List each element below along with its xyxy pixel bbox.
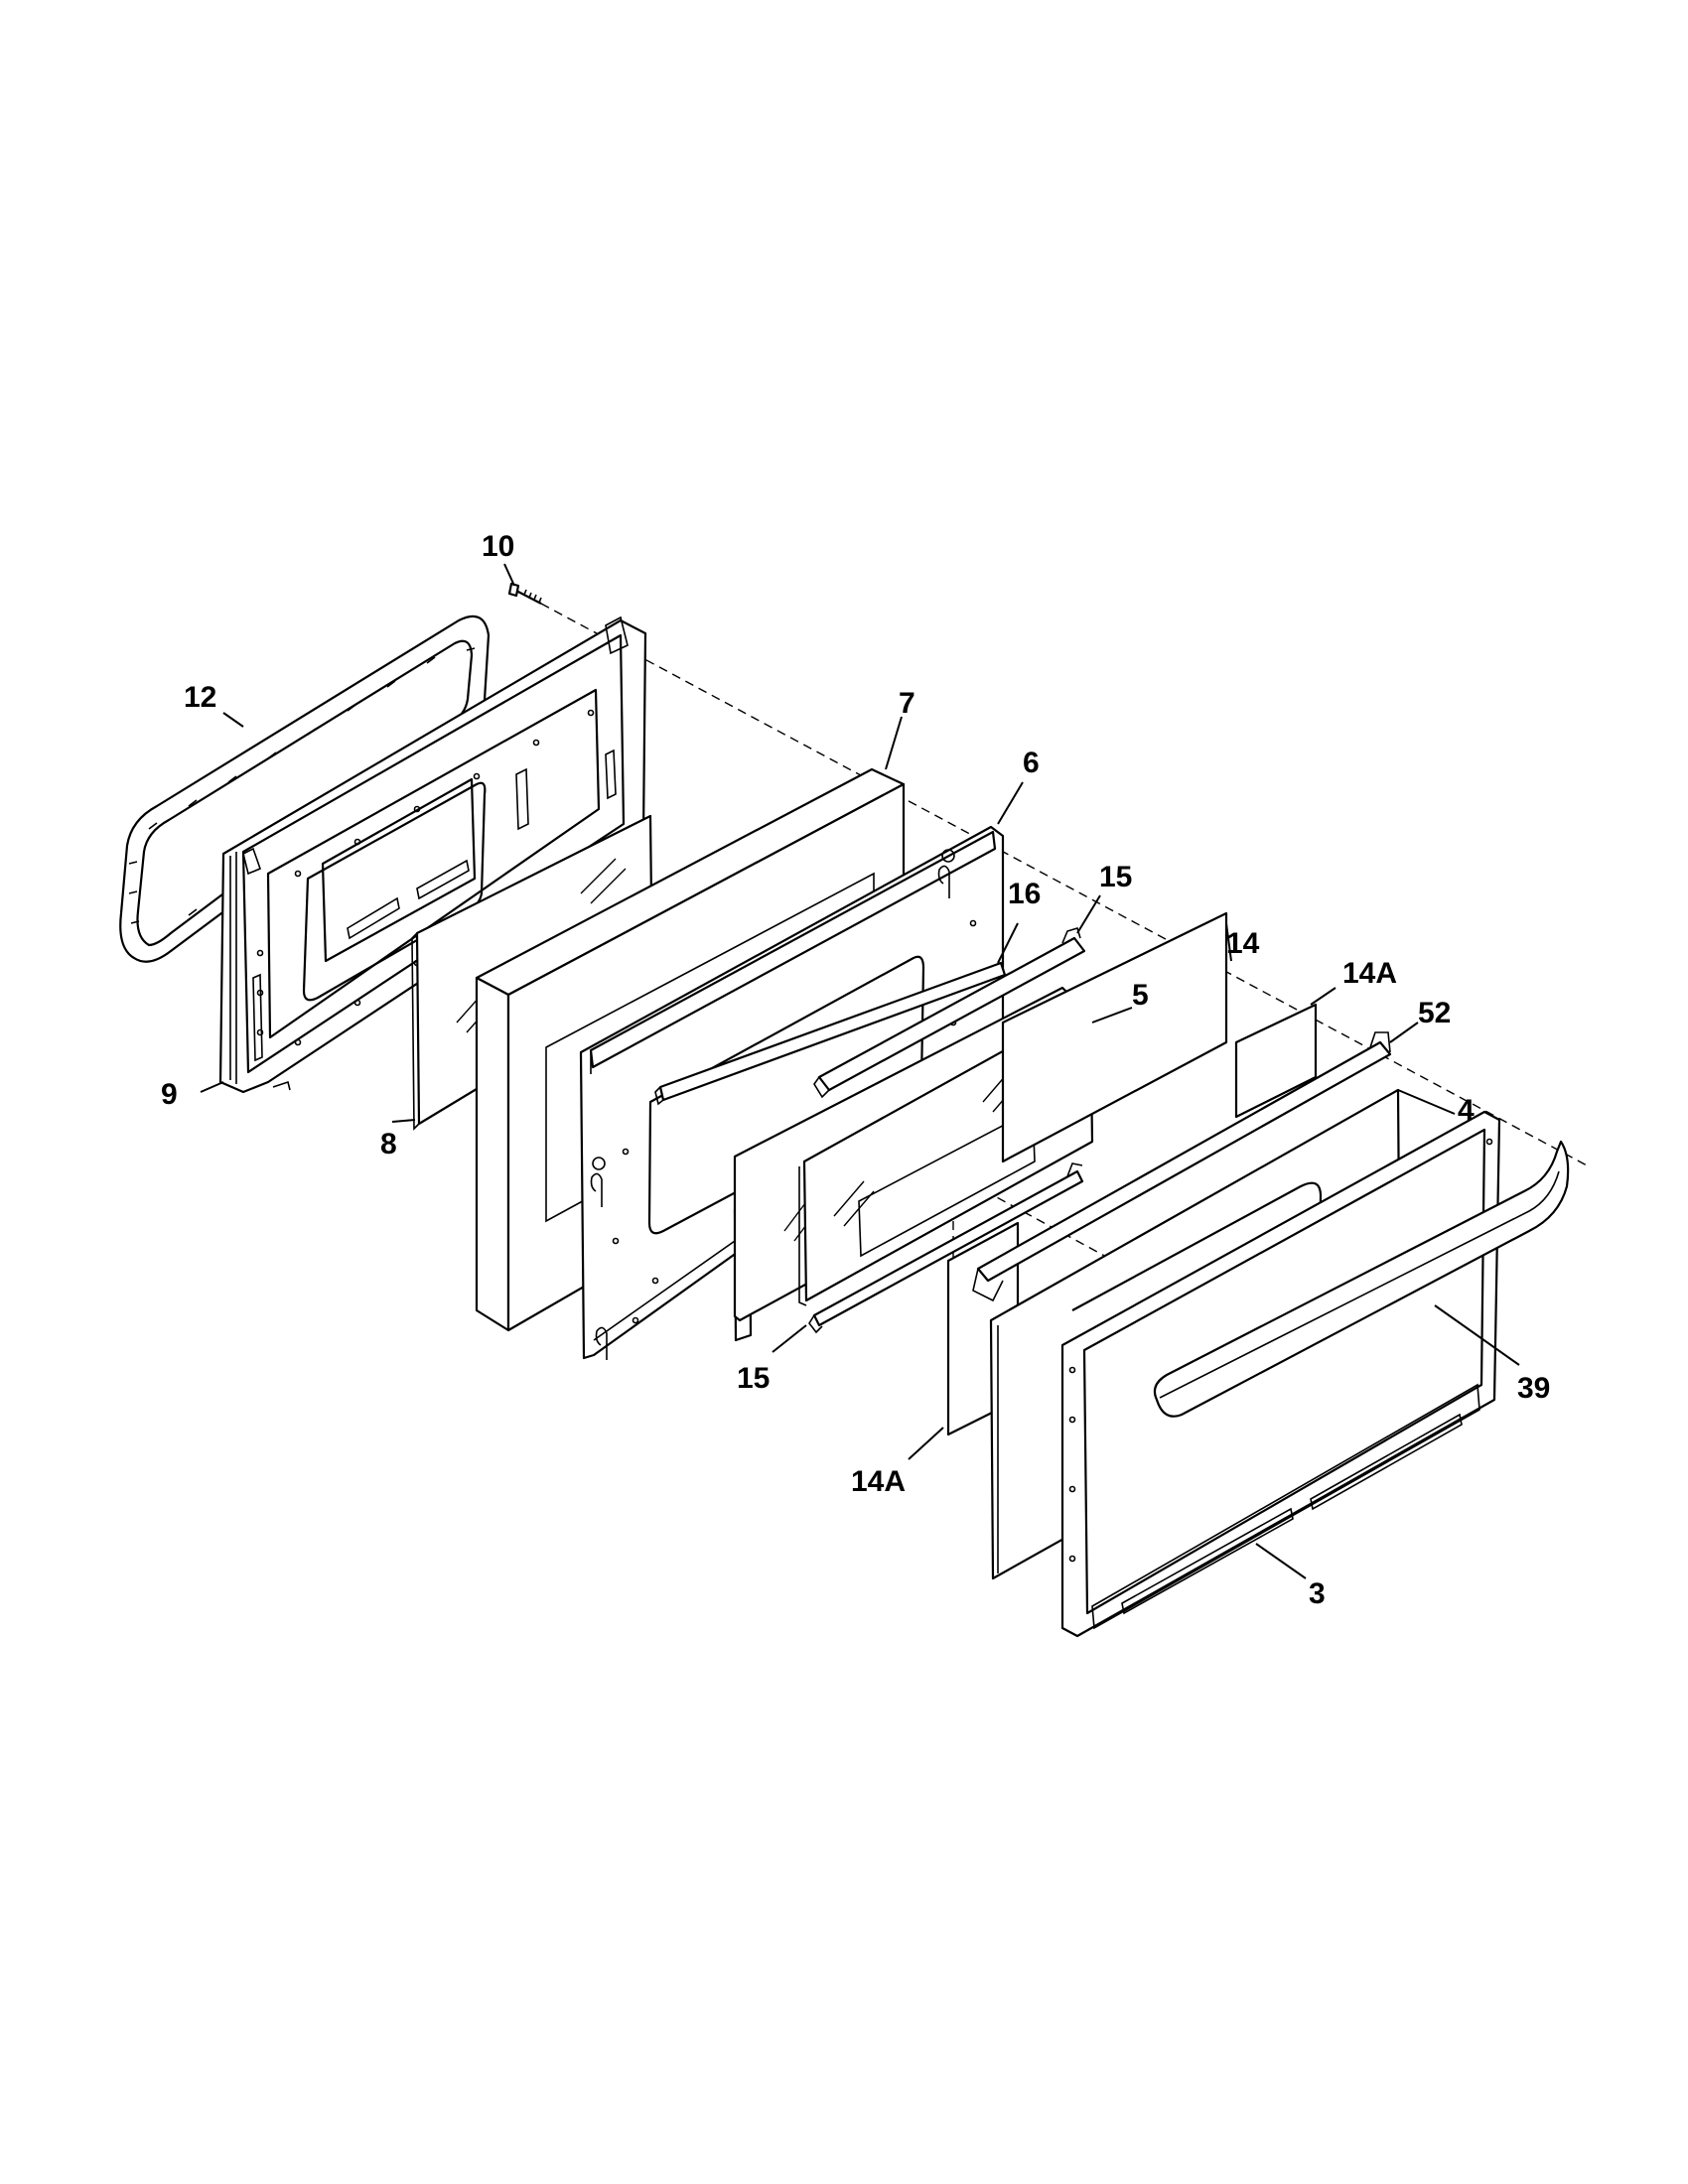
part-39-door-handle — [1153, 1140, 1570, 1418]
callout-labels: 10 12 7 6 15 16 14 5 14A 52 4 9 8 39 15 … — [161, 530, 1550, 1610]
part-12-door-gasket — [119, 614, 491, 963]
part-10-screw — [507, 582, 542, 605]
part-52-trim-bracket — [972, 1031, 1392, 1302]
part-15-bracket-bottom — [808, 1162, 1084, 1334]
callout-8: 8 — [380, 1128, 397, 1160]
callout-14a-top: 14A — [1342, 957, 1397, 990]
leader-lines — [200, 563, 1520, 1579]
callout-15-bottom: 15 — [737, 1362, 770, 1395]
callout-52: 52 — [1418, 997, 1451, 1029]
part-15-bracket-top — [813, 927, 1086, 1099]
callout-39: 39 — [1517, 1372, 1550, 1405]
callout-12: 12 — [184, 681, 216, 714]
callout-10: 10 — [482, 530, 514, 563]
callout-4: 4 — [1458, 1094, 1475, 1127]
callout-6: 6 — [1023, 747, 1040, 779]
callout-9: 9 — [161, 1078, 178, 1111]
callout-5: 5 — [1132, 979, 1149, 1012]
callout-14: 14 — [1226, 927, 1260, 960]
callout-14a-bottom: 14A — [851, 1465, 906, 1498]
callout-3: 3 — [1309, 1577, 1326, 1610]
part-14a-insulation-top — [1234, 1003, 1318, 1119]
part-14-insulation-sheet — [1001, 911, 1228, 1163]
callout-7: 7 — [899, 687, 915, 720]
callout-15-top: 15 — [1099, 861, 1132, 893]
callout-16: 16 — [1008, 878, 1041, 910]
part-3-outer-door-frame — [1060, 1110, 1501, 1638]
